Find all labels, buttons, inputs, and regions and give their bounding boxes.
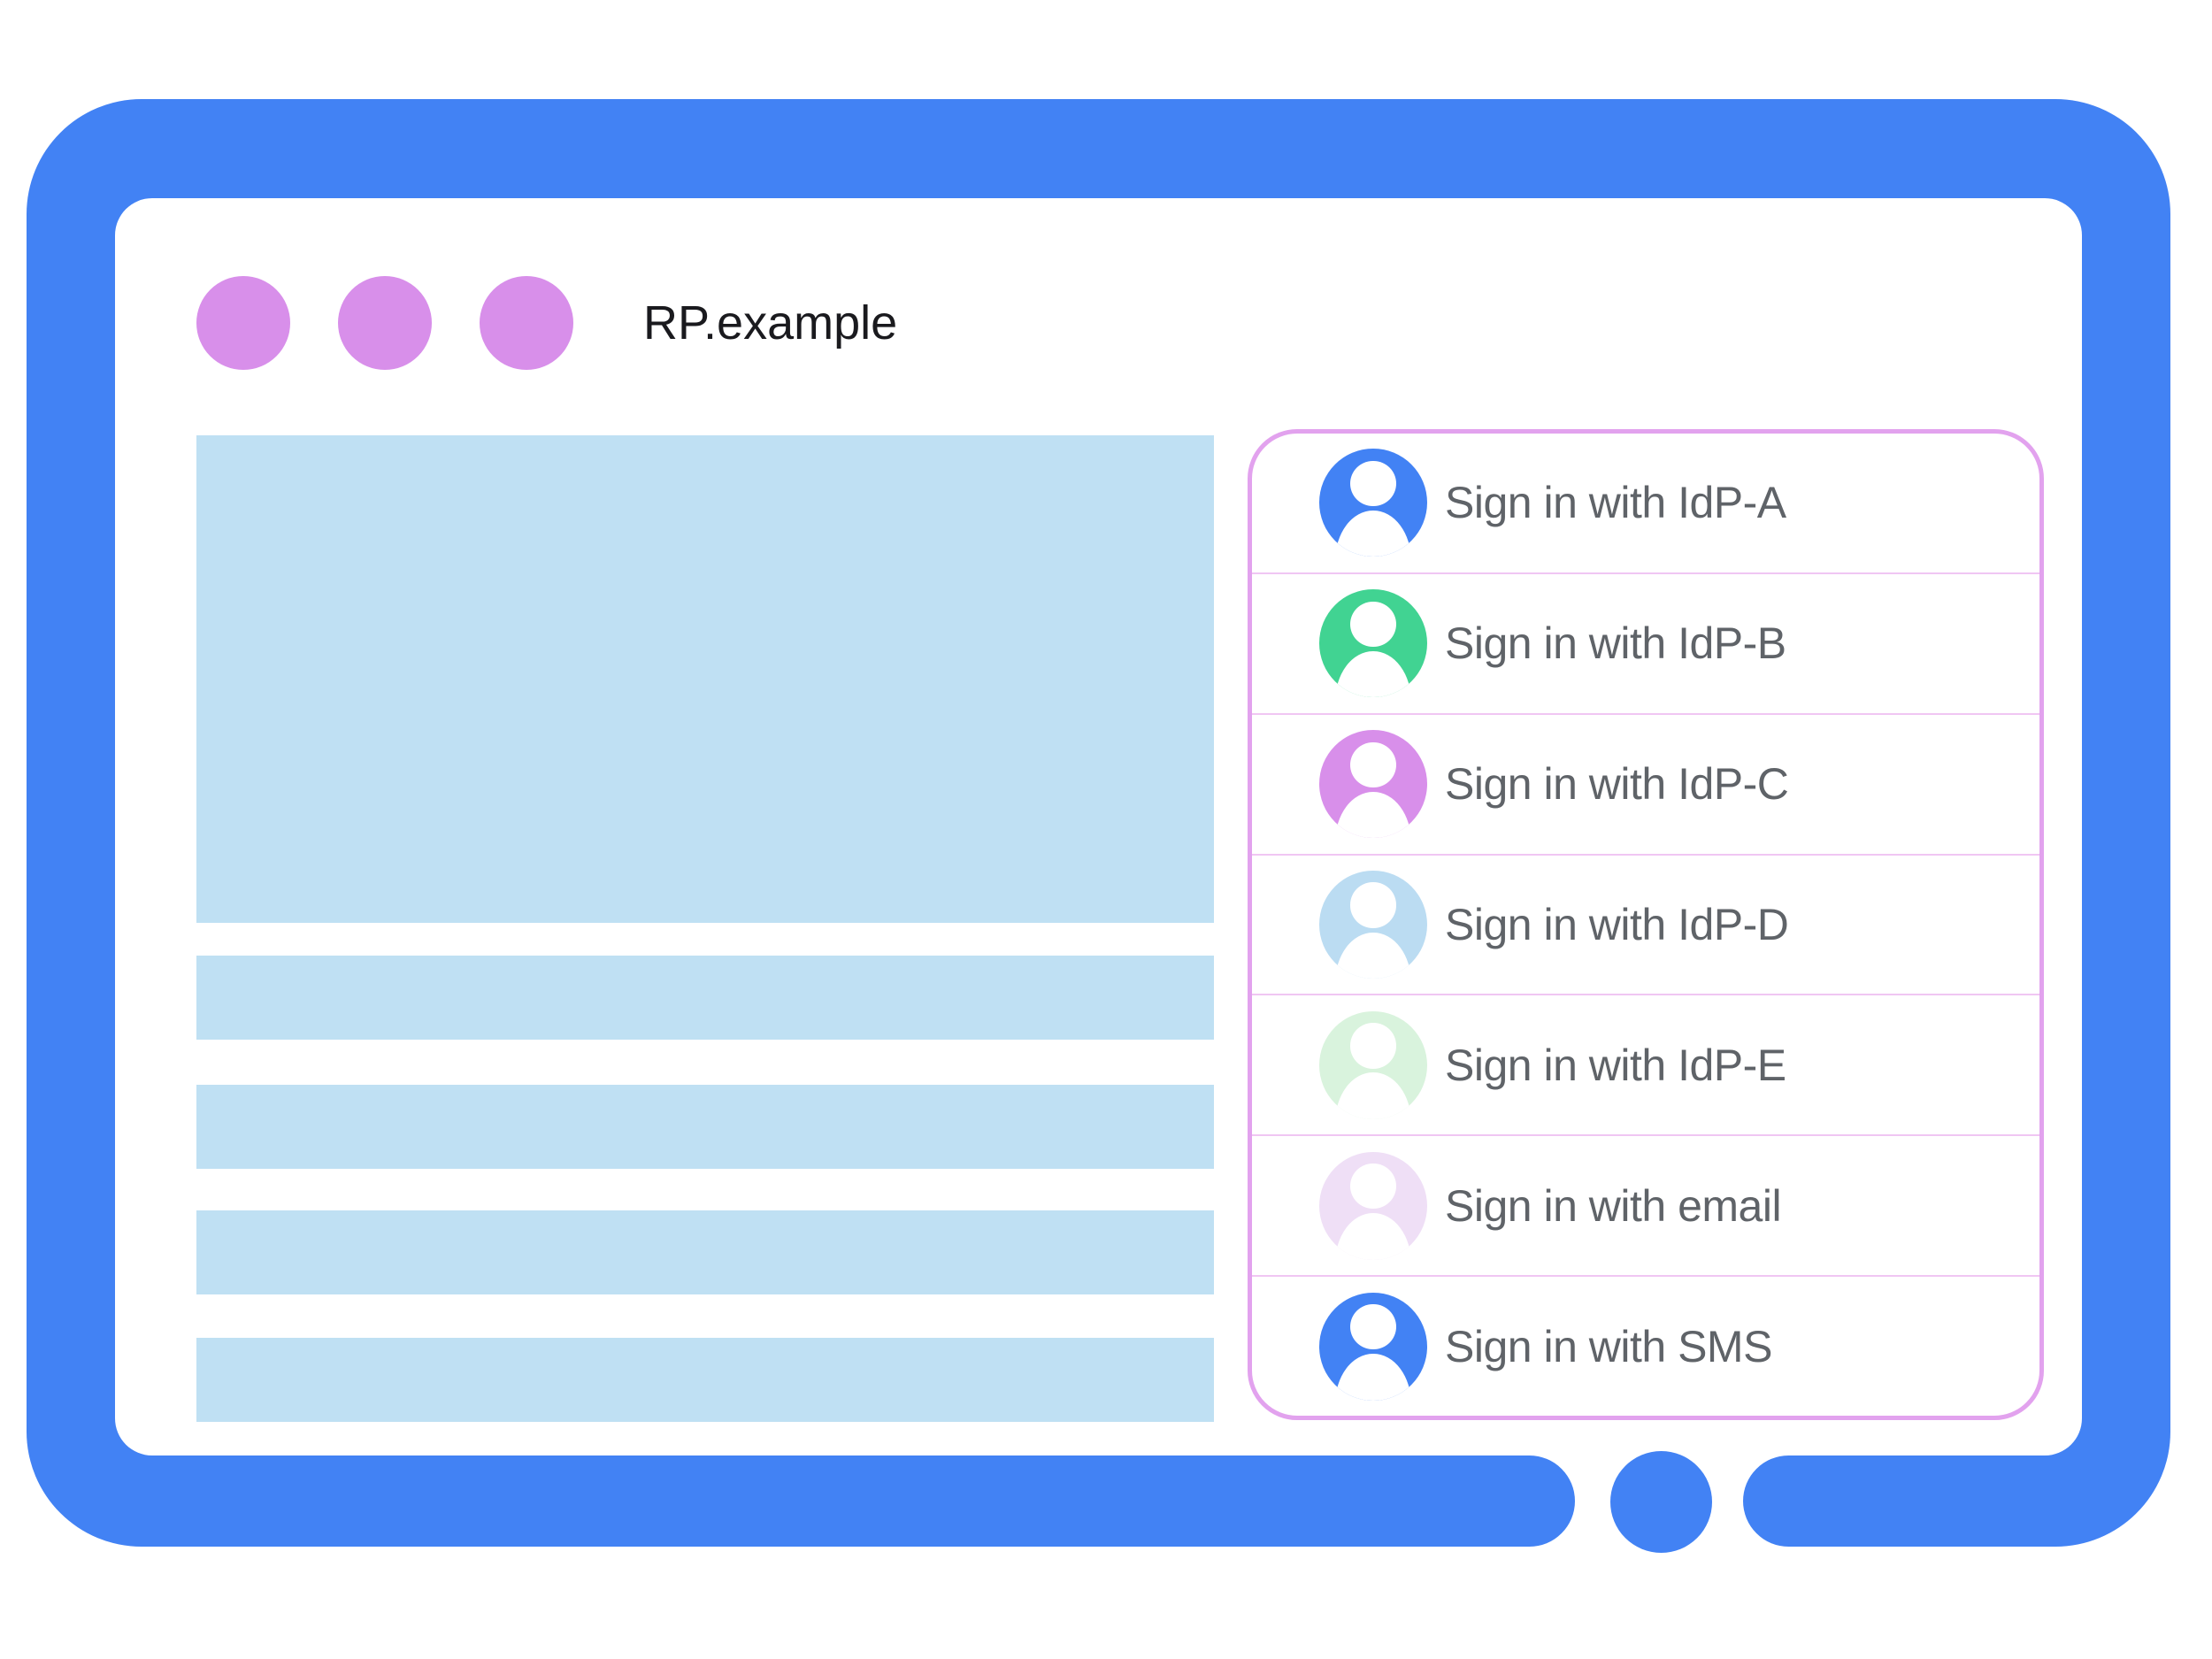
signin-option-label: Sign in with IdP-A [1445,478,1786,528]
avatar-torso-shape [1335,791,1411,839]
signin-option-label: Sign in with SMS [1445,1321,1772,1371]
signin-option-label: Sign in with IdP-B [1445,618,1786,669]
avatar-torso-shape [1335,650,1411,698]
avatar-head-shape [1350,460,1396,507]
avatar-head-shape [1350,741,1396,787]
bottom-bar-circle [1610,1451,1712,1553]
avatar-head-shape [1350,882,1396,928]
avatar-torso-shape [1335,1354,1411,1401]
avatar-torso-shape [1335,510,1411,557]
signin-option-label: Sign in with IdP-D [1445,900,1789,949]
window-control-dot[interactable] [338,276,432,370]
user-avatar-icon [1319,730,1427,839]
page-title: RP.example [643,296,898,349]
user-avatar-icon [1319,1151,1427,1260]
signin-option[interactable]: Sign in with SMS [1252,1275,2039,1416]
avatar-head-shape [1350,1303,1396,1350]
signin-option-label: Sign in with IdP-C [1445,759,1789,810]
window-control-dot[interactable] [196,276,290,370]
avatar-torso-shape [1335,1213,1411,1260]
window-control-dot[interactable] [480,276,573,370]
signin-panel: Sign in with IdP-A Sign in with IdP-B Si… [1248,429,2044,1420]
signin-option[interactable]: Sign in with IdP-C [1252,712,2039,854]
avatar-head-shape [1350,1023,1396,1069]
signin-option[interactable]: Sign in with IdP-D [1252,853,2039,995]
user-avatar-icon [1319,449,1427,557]
signin-option-label: Sign in with email [1445,1180,1782,1231]
user-avatar-icon [1319,1010,1427,1119]
signin-option[interactable]: Sign in with IdP-B [1252,572,2039,713]
avatar-torso-shape [1335,932,1411,979]
user-avatar-icon [1319,589,1427,698]
user-avatar-icon [1319,871,1427,979]
bottom-bar-left-cap [1460,1455,1575,1547]
signin-option[interactable]: Sign in with email [1252,1134,2039,1275]
avatar-head-shape [1350,601,1396,647]
content-placeholder-bar [196,956,1214,1040]
avatar-torso-shape [1335,1072,1411,1119]
content-placeholder-hero [196,435,1214,923]
user-avatar-icon [1319,1292,1427,1401]
content-placeholder-bar [196,1338,1214,1422]
signin-option[interactable]: Sign in with IdP-A [1252,434,2039,572]
bottom-bar-right-cap [1743,1455,1858,1547]
avatar-head-shape [1350,1164,1396,1210]
signin-option[interactable]: Sign in with IdP-E [1252,994,2039,1134]
signin-option-label: Sign in with IdP-E [1445,1040,1786,1090]
content-placeholder-bar [196,1085,1214,1169]
content-placeholder-bar [196,1210,1214,1294]
